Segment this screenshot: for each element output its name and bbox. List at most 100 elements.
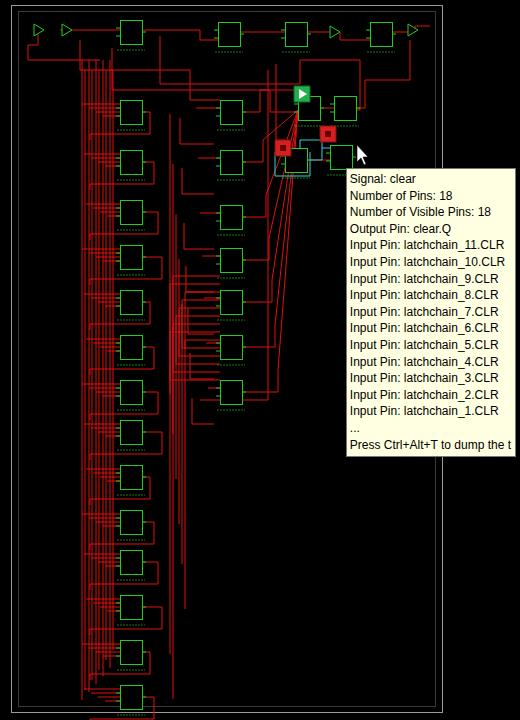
cell-name-mark (295, 126, 323, 127)
net-wire (89, 60, 90, 692)
net-wire (98, 432, 120, 433)
cell-pin (366, 38, 370, 39)
tooltip-line: Press Ctrl+Alt+T to dump the t (350, 437, 511, 454)
net-wire (208, 388, 220, 389)
cell-pin (320, 108, 324, 109)
cell-name-mark (117, 320, 145, 321)
cell-pin (116, 28, 120, 29)
net-wire (96, 522, 120, 523)
cell-pin (242, 347, 246, 348)
end-marker (320, 126, 336, 142)
net-wire (182, 168, 214, 194)
net-wire (98, 302, 120, 303)
cell-pin (294, 112, 298, 113)
cell-name-mark (117, 50, 145, 51)
cell-pin (216, 343, 220, 344)
cell-pin (142, 212, 146, 213)
logic-cell (121, 421, 143, 445)
net-wire (91, 693, 120, 694)
cell-pin (242, 112, 246, 113)
net-wire (182, 304, 220, 348)
cell-pin (356, 108, 360, 109)
cell-pin (216, 256, 220, 257)
cell-name-mark (117, 715, 145, 716)
cell-pin (307, 34, 311, 35)
end-marker (275, 140, 291, 156)
cell-pin (366, 30, 370, 31)
logic-cell (121, 686, 143, 710)
cell-pin (142, 392, 146, 393)
cell-pin (142, 652, 146, 653)
cell-pin (116, 428, 120, 429)
cell-pin (116, 603, 120, 604)
cell-pin (214, 30, 218, 31)
net-wire (180, 118, 214, 144)
cell-pin (116, 261, 120, 262)
logic-cell (221, 249, 243, 273)
cell-name-mark (217, 180, 245, 181)
cell-pin (116, 648, 120, 649)
net-wire (89, 108, 120, 109)
cell-pin (116, 298, 120, 299)
cell-pin (116, 693, 120, 694)
net-wire (98, 697, 120, 698)
logic-cell (121, 21, 143, 45)
cell-pin (116, 518, 120, 519)
cell-pin (116, 558, 120, 559)
cell-pin (116, 343, 120, 344)
net-wire (82, 249, 120, 250)
cell-pin (116, 36, 120, 37)
tooltip-box: Signal: clearNumber of Pins: 18Number of… (346, 168, 516, 457)
tooltip-line: Input Pin: latchchain_8.CLR (350, 287, 511, 304)
cell-pin (142, 477, 146, 478)
tooltip-line: Input Pin: latchchain_4.CLR (350, 354, 511, 371)
cell-pin (142, 432, 146, 433)
cell-pin (116, 158, 120, 159)
tooltip-line: Input Pin: latchchain_2.CLR (350, 387, 511, 404)
net-wire (186, 266, 214, 292)
cell-name-mark (217, 365, 245, 366)
tooltip-line: Input Pin: latchchain_6.CLR (350, 320, 511, 337)
cell-pin (142, 522, 146, 523)
cell-pin (281, 164, 285, 165)
cell-pin (214, 38, 218, 39)
net-wire (190, 353, 214, 379)
cell-pin (242, 392, 246, 393)
net-wire (82, 104, 120, 105)
tooltip-line: Output Pin: clear.Q (350, 221, 511, 238)
logic-cell (121, 246, 143, 270)
logic-cell (121, 381, 143, 405)
cell-pin (330, 112, 334, 113)
tooltip-line: Input Pin: latchchain_5.CLR (350, 337, 511, 354)
cell-pin (352, 157, 356, 158)
cell-name-mark (217, 130, 245, 131)
net-wire (110, 60, 111, 668)
cell-pin (116, 351, 120, 352)
cell-name-mark (117, 540, 145, 541)
cell-pin (116, 208, 120, 209)
net-wire (96, 112, 120, 113)
cell-name-mark (117, 230, 145, 231)
cell-pin (240, 34, 244, 35)
cell-pin (216, 108, 220, 109)
net-wire (96, 60, 97, 684)
cell-pin (326, 161, 330, 162)
cell-pin (242, 217, 246, 218)
net-wire (200, 213, 220, 214)
net-wire (89, 388, 120, 389)
tooltip-line: Input Pin: latchchain_11.CLR (350, 237, 511, 254)
net-wire (200, 70, 268, 400)
cell-pin (116, 481, 120, 482)
net-wire (185, 340, 220, 349)
net-wire (170, 332, 220, 394)
net-wire (80, 40, 220, 100)
cell-name-mark (282, 178, 310, 179)
net-wire (105, 701, 120, 702)
cell-pin (142, 562, 146, 563)
cell-pin (281, 38, 285, 39)
net-wire (173, 324, 220, 434)
net-wire (170, 284, 220, 654)
logic-cell (121, 511, 143, 535)
net-wire (240, 32, 285, 33)
net-wire (98, 562, 120, 563)
